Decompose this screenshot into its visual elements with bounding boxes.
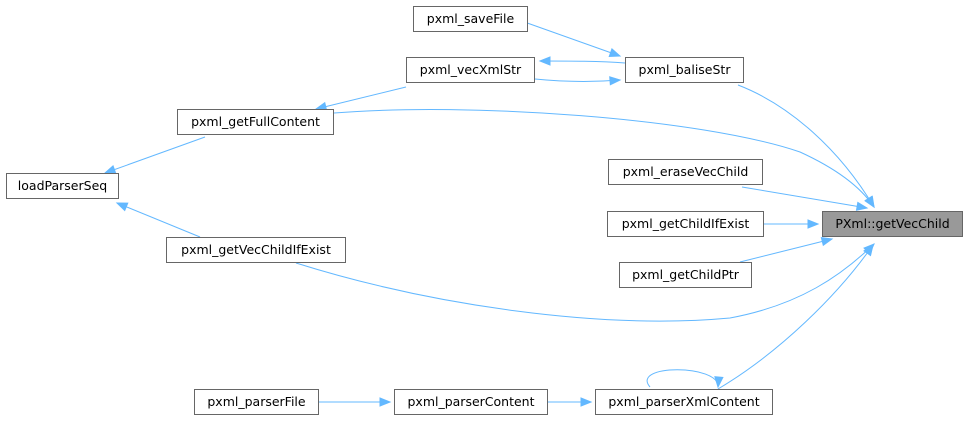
edge-getFullContent-to-focus [333,109,875,208]
node-pxml-parserxmlcontent[interactable]: pxml_parserXmlContent [595,389,773,415]
node-pxml-getvecchild-focus: PXml::getVecChild [822,211,963,237]
edge-arrowhead [580,397,593,407]
node-pxml-parsercontent[interactable]: pxml_parserContent [394,389,548,415]
node-pxml-balisestr[interactable]: pxml_baliseStr [625,57,744,83]
edge-arrowhead [855,201,869,211]
edge-saveFile-to-baliseStr [515,18,621,57]
node-pxml-getvecchildifexist[interactable]: pxml_getVecChildIfExist [166,237,346,263]
edge-arrowhead [807,219,820,229]
edge-arrowhead [864,195,875,209]
edge-vecXmlStr-to-baliseStr [534,78,621,82]
edge-getVecChildIfExist-to-loadParserSeq [116,202,201,238]
node-pxml-erasevecchild[interactable]: pxml_eraseVecChild [608,159,763,185]
edge-arrowhead [863,243,874,257]
edge-baliseStr-to-vecXmlStr [539,60,626,64]
edge-getVecChildIfExist-to-focus [295,243,875,322]
node-pxml-vecxmlstr[interactable]: pxml_vecXmlStr [406,57,535,83]
edge-arrowhead [608,48,622,57]
node-pxml-savefile[interactable]: pxml_saveFile [413,6,528,32]
edge-arrowhead [609,76,622,86]
edge-getFullContent-to-loadParserSeq [104,136,206,174]
node-pxml-getfullcontent[interactable]: pxml_getFullContent [177,109,334,135]
edge-arrowhead [538,56,551,66]
edge-arrowhead [115,202,129,212]
node-pxml-getchildifexist[interactable]: pxml_getChildIfExist [607,211,764,237]
edge-parserXmlContent-to-parserXmlContent [646,369,719,388]
edge-parserXmlContent-to-focus [717,244,874,390]
edge-eraseVecChild-to-focus [741,186,868,209]
node-pxml-parserfile[interactable]: pxml_parserFile [194,389,319,415]
node-pxml-getchildptr[interactable]: pxml_getChildPtr [619,262,752,288]
node-loadparserseq[interactable]: loadParserSeq [6,173,119,199]
edge-arrowhead [379,397,392,407]
edge-arrowhead [820,236,834,247]
edge-vecXmlStr-to-getFullContent [315,86,407,110]
edge-baliseStr-to-focus [737,84,875,208]
edge-getChildPtr-to-focus [739,238,833,263]
edge-arrowhead [714,376,724,389]
